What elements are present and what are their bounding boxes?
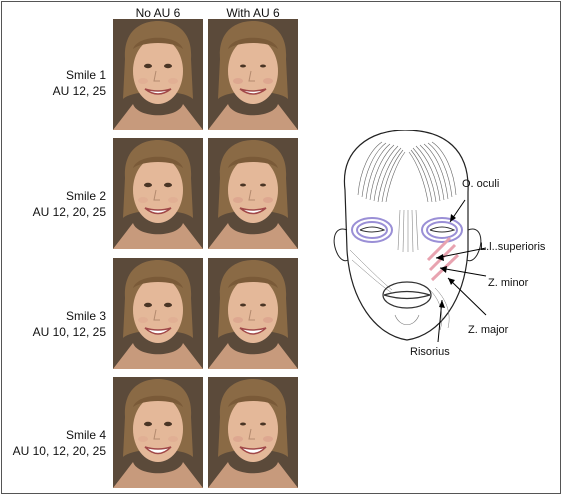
chin-lines (394, 314, 420, 326)
row-name: Smile 4 (65, 428, 106, 442)
face-photo (208, 258, 298, 369)
label-z-major: Z. major (468, 324, 509, 336)
row-aus: AU 10, 12, 25 (32, 325, 106, 339)
facial-muscle-diagram: O. oculi L.l..superioris Z. minor Z. maj… (333, 130, 546, 358)
row-aus: AU 12, 20, 25 (32, 205, 106, 219)
face-photo (208, 138, 298, 249)
row-label-smile-4: Smile 4 AU 10, 12, 20, 25 (0, 427, 106, 459)
label-z-minor: Z. minor (488, 277, 529, 289)
row-name: Smile 3 (65, 309, 106, 323)
head-outline (343, 130, 469, 341)
face-photo (208, 19, 298, 130)
label-risorius: Risorius (410, 346, 450, 358)
left-ear (333, 228, 349, 262)
row-name: Smile 1 (65, 68, 106, 82)
row-aus: AU 12, 25 (52, 84, 106, 98)
face-photo (113, 138, 203, 249)
face-photo (113, 258, 203, 369)
eyes (359, 226, 456, 233)
row-label-smile-1: Smile 1 AU 12, 25 (0, 67, 106, 99)
row-label-smile-3: Smile 3 AU 10, 12, 25 (0, 308, 106, 340)
row-name: Smile 2 (65, 189, 106, 203)
face-photo (113, 19, 203, 130)
face-photo (208, 377, 298, 488)
label-o-oculi: O. oculi (462, 178, 499, 190)
right-ear (466, 228, 482, 262)
label-lls: L.l..superioris (480, 241, 546, 253)
column-header-with-au6: With AU 6 (226, 6, 280, 20)
mouth (382, 281, 432, 309)
row-aus: AU 10, 12, 20, 25 (12, 444, 106, 458)
column-header-no-au6: No AU 6 (135, 6, 181, 20)
orbicularis-oculi (351, 217, 463, 243)
nasal-lines (397, 209, 419, 253)
row-label-smile-2: Smile 2 AU 12, 20, 25 (0, 188, 106, 220)
face-photo (113, 377, 203, 488)
cheek-striations (349, 249, 450, 331)
frontalis-lines (357, 141, 457, 203)
